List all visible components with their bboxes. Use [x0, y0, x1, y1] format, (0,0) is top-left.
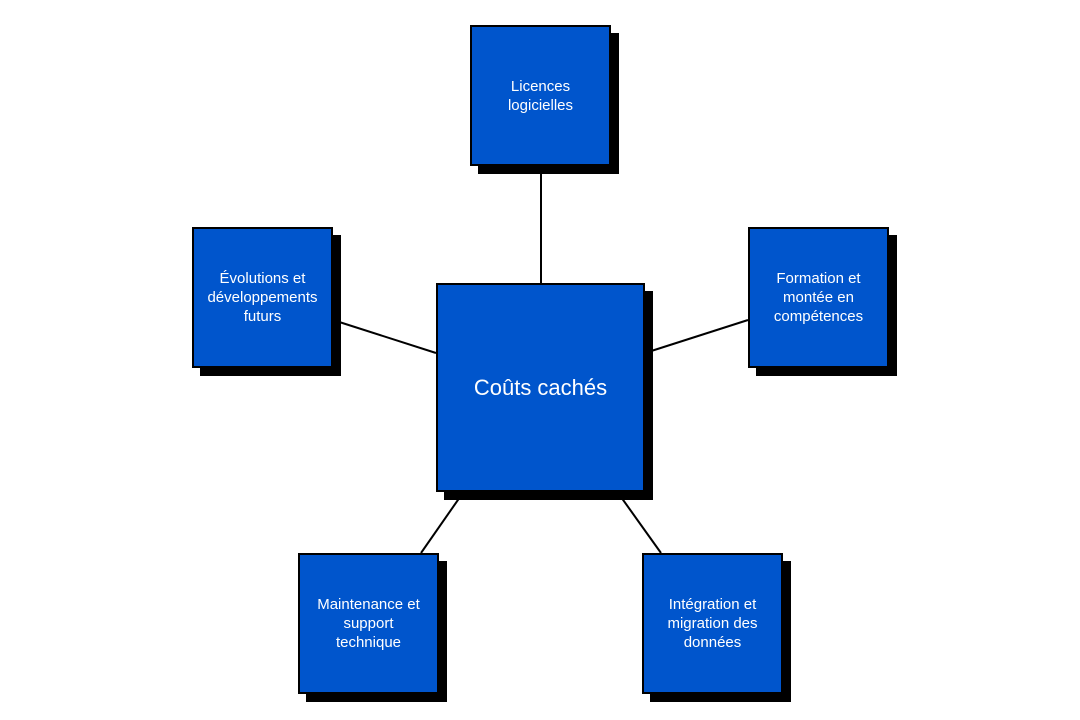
node-label: Maintenance et support technique: [317, 596, 420, 651]
node-label: Licences logicielles: [507, 77, 574, 114]
center-node-label: Coûts cachés: [473, 374, 608, 400]
connector-left: [332, 319, 437, 354]
connector-bottom-left: [420, 496, 461, 554]
node-maintenance-support: Maintenance et support technique: [298, 553, 439, 694]
node-data-integration: Intégration et migration des données: [642, 553, 783, 694]
node-future-evolutions: Évolutions et développements futurs: [192, 227, 333, 368]
center-node-hidden-costs: Coûts cachés: [436, 283, 645, 492]
node-software-licences: Licences logicielles: [470, 25, 611, 166]
connector-bottom-right: [620, 496, 662, 554]
node-label: Évolutions et développements futurs: [207, 270, 318, 325]
node-label: Intégration et migration des données: [667, 596, 758, 651]
node-label: Formation et montée en compétences: [773, 270, 864, 325]
connector-right: [644, 319, 749, 354]
node-training: Formation et montée en compétences: [748, 227, 889, 368]
